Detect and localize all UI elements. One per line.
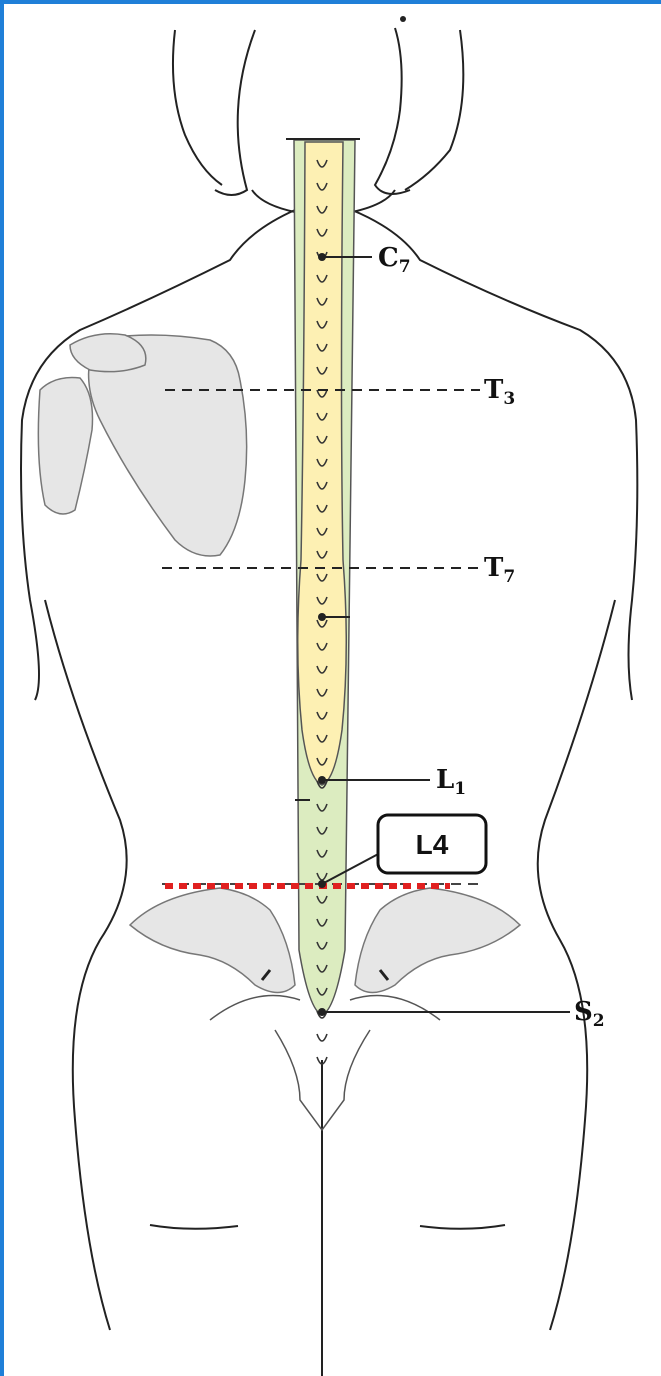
s2-label: S2	[574, 997, 605, 1031]
l4-callout-text: L4	[416, 829, 449, 860]
t7-label: T7	[484, 553, 515, 587]
spinal-cord	[298, 142, 347, 785]
t3-label: T3	[484, 375, 515, 409]
scapula	[38, 334, 246, 556]
l4-callout: L4	[378, 815, 486, 873]
vertebra-mark	[317, 1034, 327, 1041]
c7-label: C7	[378, 243, 411, 277]
l1-label: L1	[436, 765, 466, 799]
ink-dot	[400, 16, 406, 22]
